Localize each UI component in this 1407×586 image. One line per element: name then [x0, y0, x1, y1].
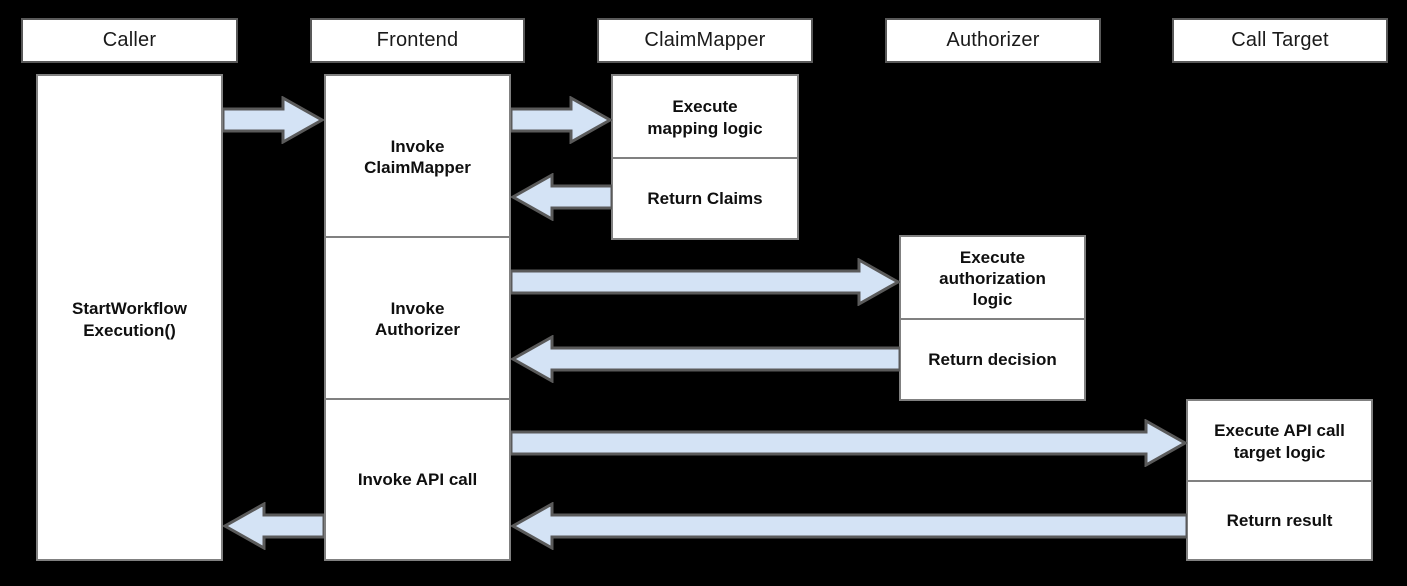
activation-frontend-cell-0: Invoke ClaimMapper	[364, 136, 471, 177]
activation-calltarget-divider-1	[1188, 480, 1371, 482]
lifeline-header-authorizer[interactable]: Authorizer	[885, 18, 1101, 63]
lifeline-header-calltarget-label: Call Target	[1231, 29, 1329, 51]
activation-frontend-cell-1: Invoke Authorizer	[375, 298, 460, 339]
lifeline-header-caller[interactable]: Caller	[21, 18, 238, 63]
activation-authorizer[interactable]: Execute authorization logic Return decis…	[899, 235, 1086, 401]
activation-claimmapper[interactable]: Execute mapping logic Return Claims	[611, 74, 799, 240]
activation-authorizer-cell-1: Return decision	[928, 349, 1057, 369]
message-arrow-start-workflow-execution[interactable]	[223, 96, 324, 144]
message-arrow-return-decision[interactable]	[511, 335, 900, 383]
activation-caller[interactable]: StartWorkflow Execution()	[36, 74, 223, 561]
activation-frontend-divider-1	[326, 236, 509, 238]
message-arrow-invoke-claimmapper[interactable]	[511, 96, 612, 144]
activation-authorizer-cell-0: Execute authorization logic	[939, 247, 1046, 310]
activation-authorizer-divider-1	[901, 318, 1084, 320]
lifeline-header-claimmapper[interactable]: ClaimMapper	[597, 18, 813, 63]
message-arrow-invoke-authorizer[interactable]	[511, 258, 900, 306]
activation-frontend[interactable]: Invoke ClaimMapper Invoke Authorizer Inv…	[324, 74, 511, 561]
activation-claimmapper-divider-1	[613, 157, 797, 159]
lifeline-header-frontend[interactable]: Frontend	[310, 18, 525, 63]
lifeline-header-caller-label: Caller	[102, 29, 157, 51]
activation-claimmapper-cell-0: Execute mapping logic	[647, 97, 763, 138]
activation-calltarget-cell-0: Execute API call target logic	[1214, 421, 1345, 462]
message-arrow-return-claims[interactable]	[511, 173, 612, 221]
lifeline-header-claimmapper-label: ClaimMapper	[644, 29, 766, 51]
lifeline-header-authorizer-label: Authorizer	[946, 29, 1040, 51]
activation-caller-cell-0: StartWorkflow Execution()	[72, 299, 187, 340]
activation-claimmapper-cell-1: Return Claims	[647, 188, 763, 208]
message-arrow-return-result-to-caller[interactable]	[223, 502, 324, 550]
message-arrow-invoke-api-call[interactable]	[511, 419, 1187, 467]
activation-frontend-cell-2: Invoke API call	[357, 469, 478, 489]
activation-calltarget[interactable]: Execute API call target logic Return res…	[1186, 399, 1373, 561]
lifeline-header-frontend-label: Frontend	[376, 29, 459, 51]
activation-frontend-divider-2	[326, 398, 509, 400]
lifeline-header-calltarget[interactable]: Call Target	[1172, 18, 1388, 63]
activation-calltarget-cell-1: Return result	[1226, 510, 1333, 530]
message-arrow-return-result-to-frontend[interactable]	[511, 502, 1187, 550]
